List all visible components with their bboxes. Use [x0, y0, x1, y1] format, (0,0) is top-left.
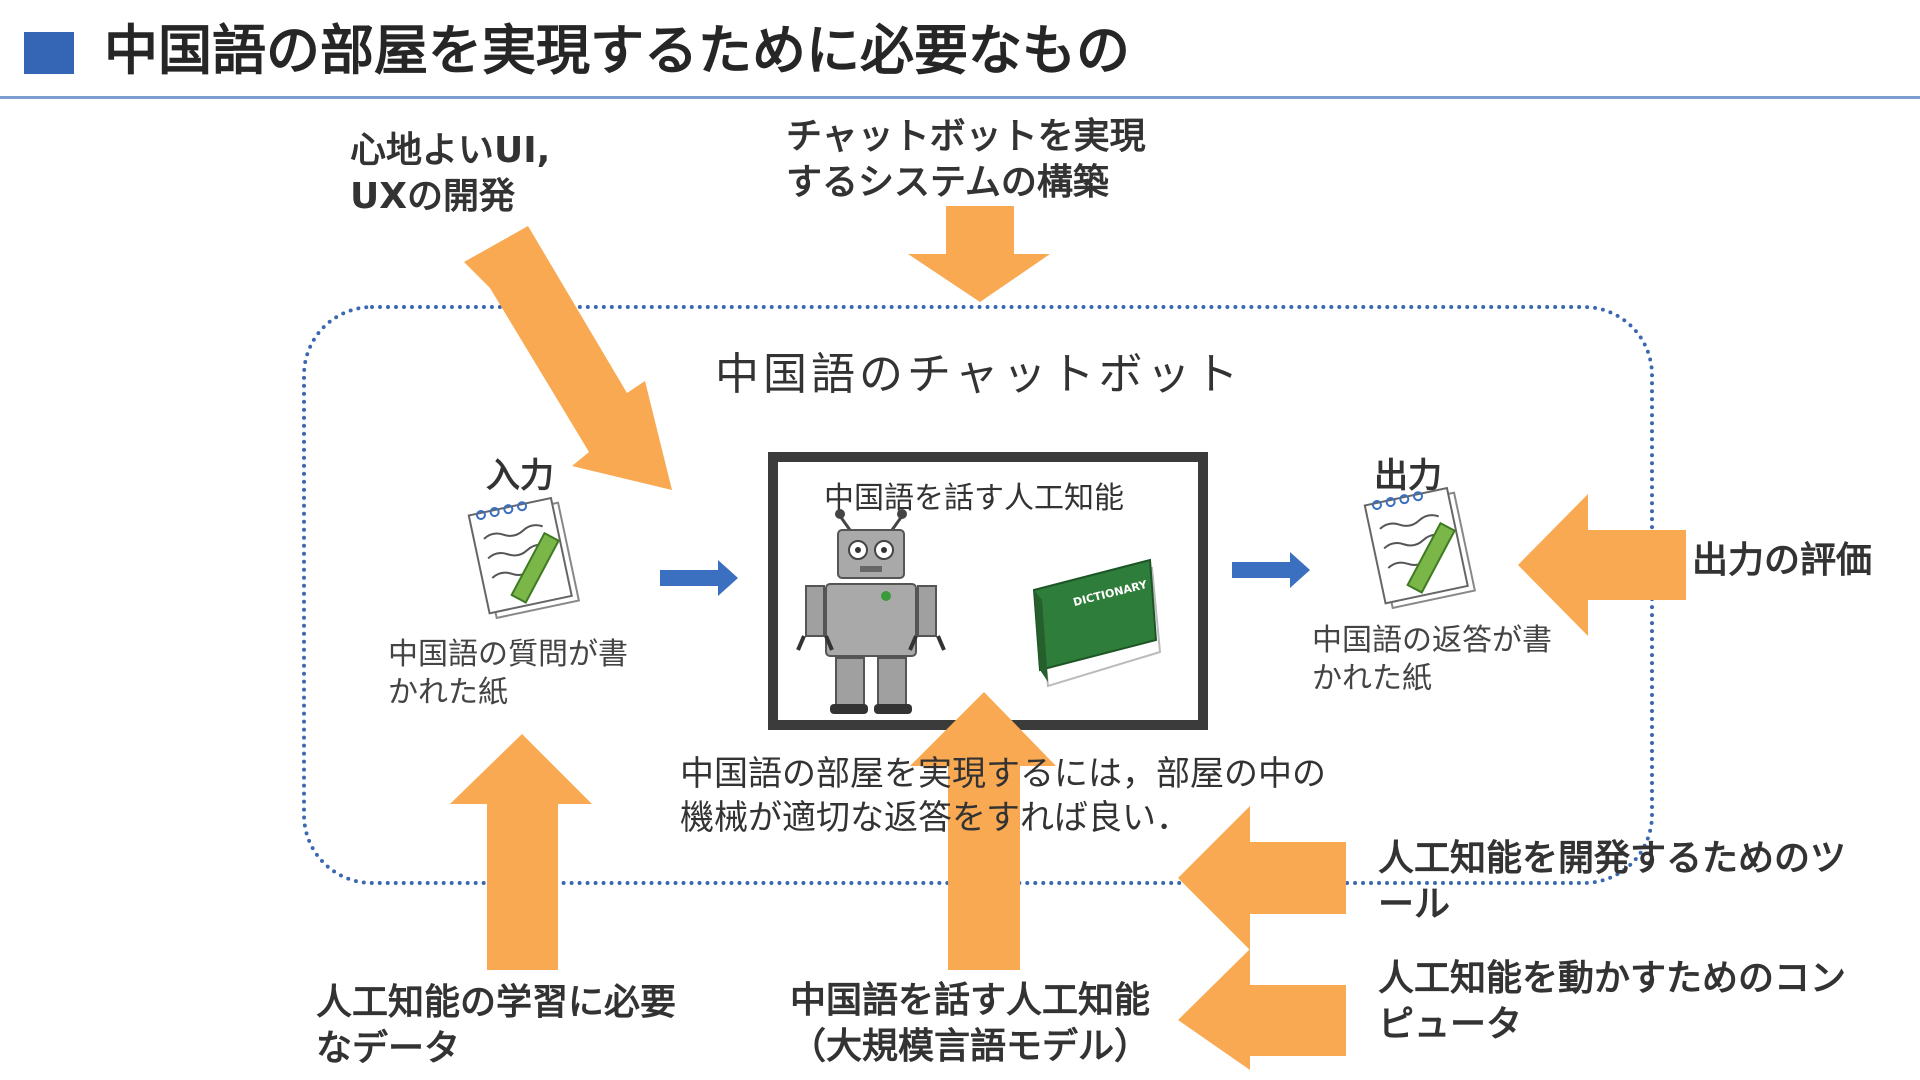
explanation-note: 中国語の部屋を実現するには，部屋の中の 機械が適切な返答をすれば良い． — [680, 752, 1326, 840]
input-to-ai-arrow — [660, 560, 738, 596]
requirement-line: 中国語を話す人工知能 — [790, 980, 1151, 1021]
compute-arrow — [1178, 949, 1346, 1070]
requirement-line: ール — [1378, 884, 1451, 925]
note-line: 中国語の部屋を実現するには，部屋の中の — [680, 754, 1326, 794]
robot-icon — [796, 509, 946, 714]
input-heading: 入力 — [486, 456, 554, 496]
output-heading: 出力 — [1374, 456, 1442, 496]
requirement-line: するシステムの構築 — [786, 162, 1109, 203]
llm-arrow — [910, 692, 1056, 970]
requirement-ui-ux: 心地よいUI, UXの開発 — [350, 128, 550, 220]
requirement-line: UXの開発 — [350, 176, 515, 217]
requirement-line: チャットボットを実現 — [786, 116, 1146, 157]
requirement-evaluation: 出力の評価 — [1692, 538, 1872, 584]
title-divider — [0, 96, 1920, 99]
output-caption: 中国語の返答が書 かれた紙 — [1312, 622, 1552, 698]
input-caption-line: 中国語の質問が書 — [388, 637, 628, 672]
requirement-system: チャットボットを実現 するシステムの構築 — [786, 114, 1146, 206]
requirement-line: 人工知能の学習に必要 — [316, 982, 677, 1023]
evaluation-arrow — [1518, 494, 1686, 636]
training-data-arrow — [450, 734, 592, 970]
dev-tools-arrow — [1178, 806, 1346, 950]
requirement-line: なデータ — [316, 1028, 461, 1069]
input-caption: 中国語の質問が書 かれた紙 — [388, 636, 628, 712]
requirement-line: 人工知能を開発するためのツ — [1378, 838, 1847, 879]
input-caption-line: かれた紙 — [388, 675, 508, 710]
ui-ux-arrow — [464, 226, 672, 490]
requirement-dev-tools: 人工知能を開発するためのツ ール — [1378, 836, 1846, 928]
requirement-line: 心地よいUI, — [350, 130, 551, 171]
chatbot-label: 中国語のチャットボット — [715, 349, 1243, 400]
requirement-line: 出力の評価 — [1692, 540, 1873, 581]
note-line: 機械が適切な返答をすれば良い． — [680, 798, 1190, 838]
requirement-compute: 人工知能を動かすためのコン ピュータ — [1378, 956, 1846, 1048]
dictionary-icon: DICTIONARY — [1032, 558, 1162, 688]
ai-to-output-arrow — [1232, 552, 1310, 588]
output-notepad-icon — [1363, 486, 1477, 610]
requirement-llm: 中国語を話す人工知能 （大規模言語モデル） — [790, 978, 1150, 1070]
requirement-training-data: 人工知能の学習に必要 なデータ — [316, 980, 676, 1072]
requirement-line: （大規模言語モデル） — [790, 1026, 1151, 1067]
output-caption-line: かれた紙 — [1312, 661, 1432, 696]
requirement-line: ピュータ — [1378, 1004, 1523, 1045]
system-arrow — [908, 206, 1050, 302]
input-notepad-icon — [467, 496, 581, 620]
output-caption-line: 中国語の返答が書 — [1312, 623, 1552, 658]
requirement-line: 人工知能を動かすためのコン — [1378, 958, 1847, 999]
title-square-icon — [24, 32, 74, 74]
slide-title: 中国語の部屋を実現するために必要なもの — [104, 19, 1130, 82]
ai-box-label: 中国語を話す人工知能 — [824, 481, 1124, 516]
